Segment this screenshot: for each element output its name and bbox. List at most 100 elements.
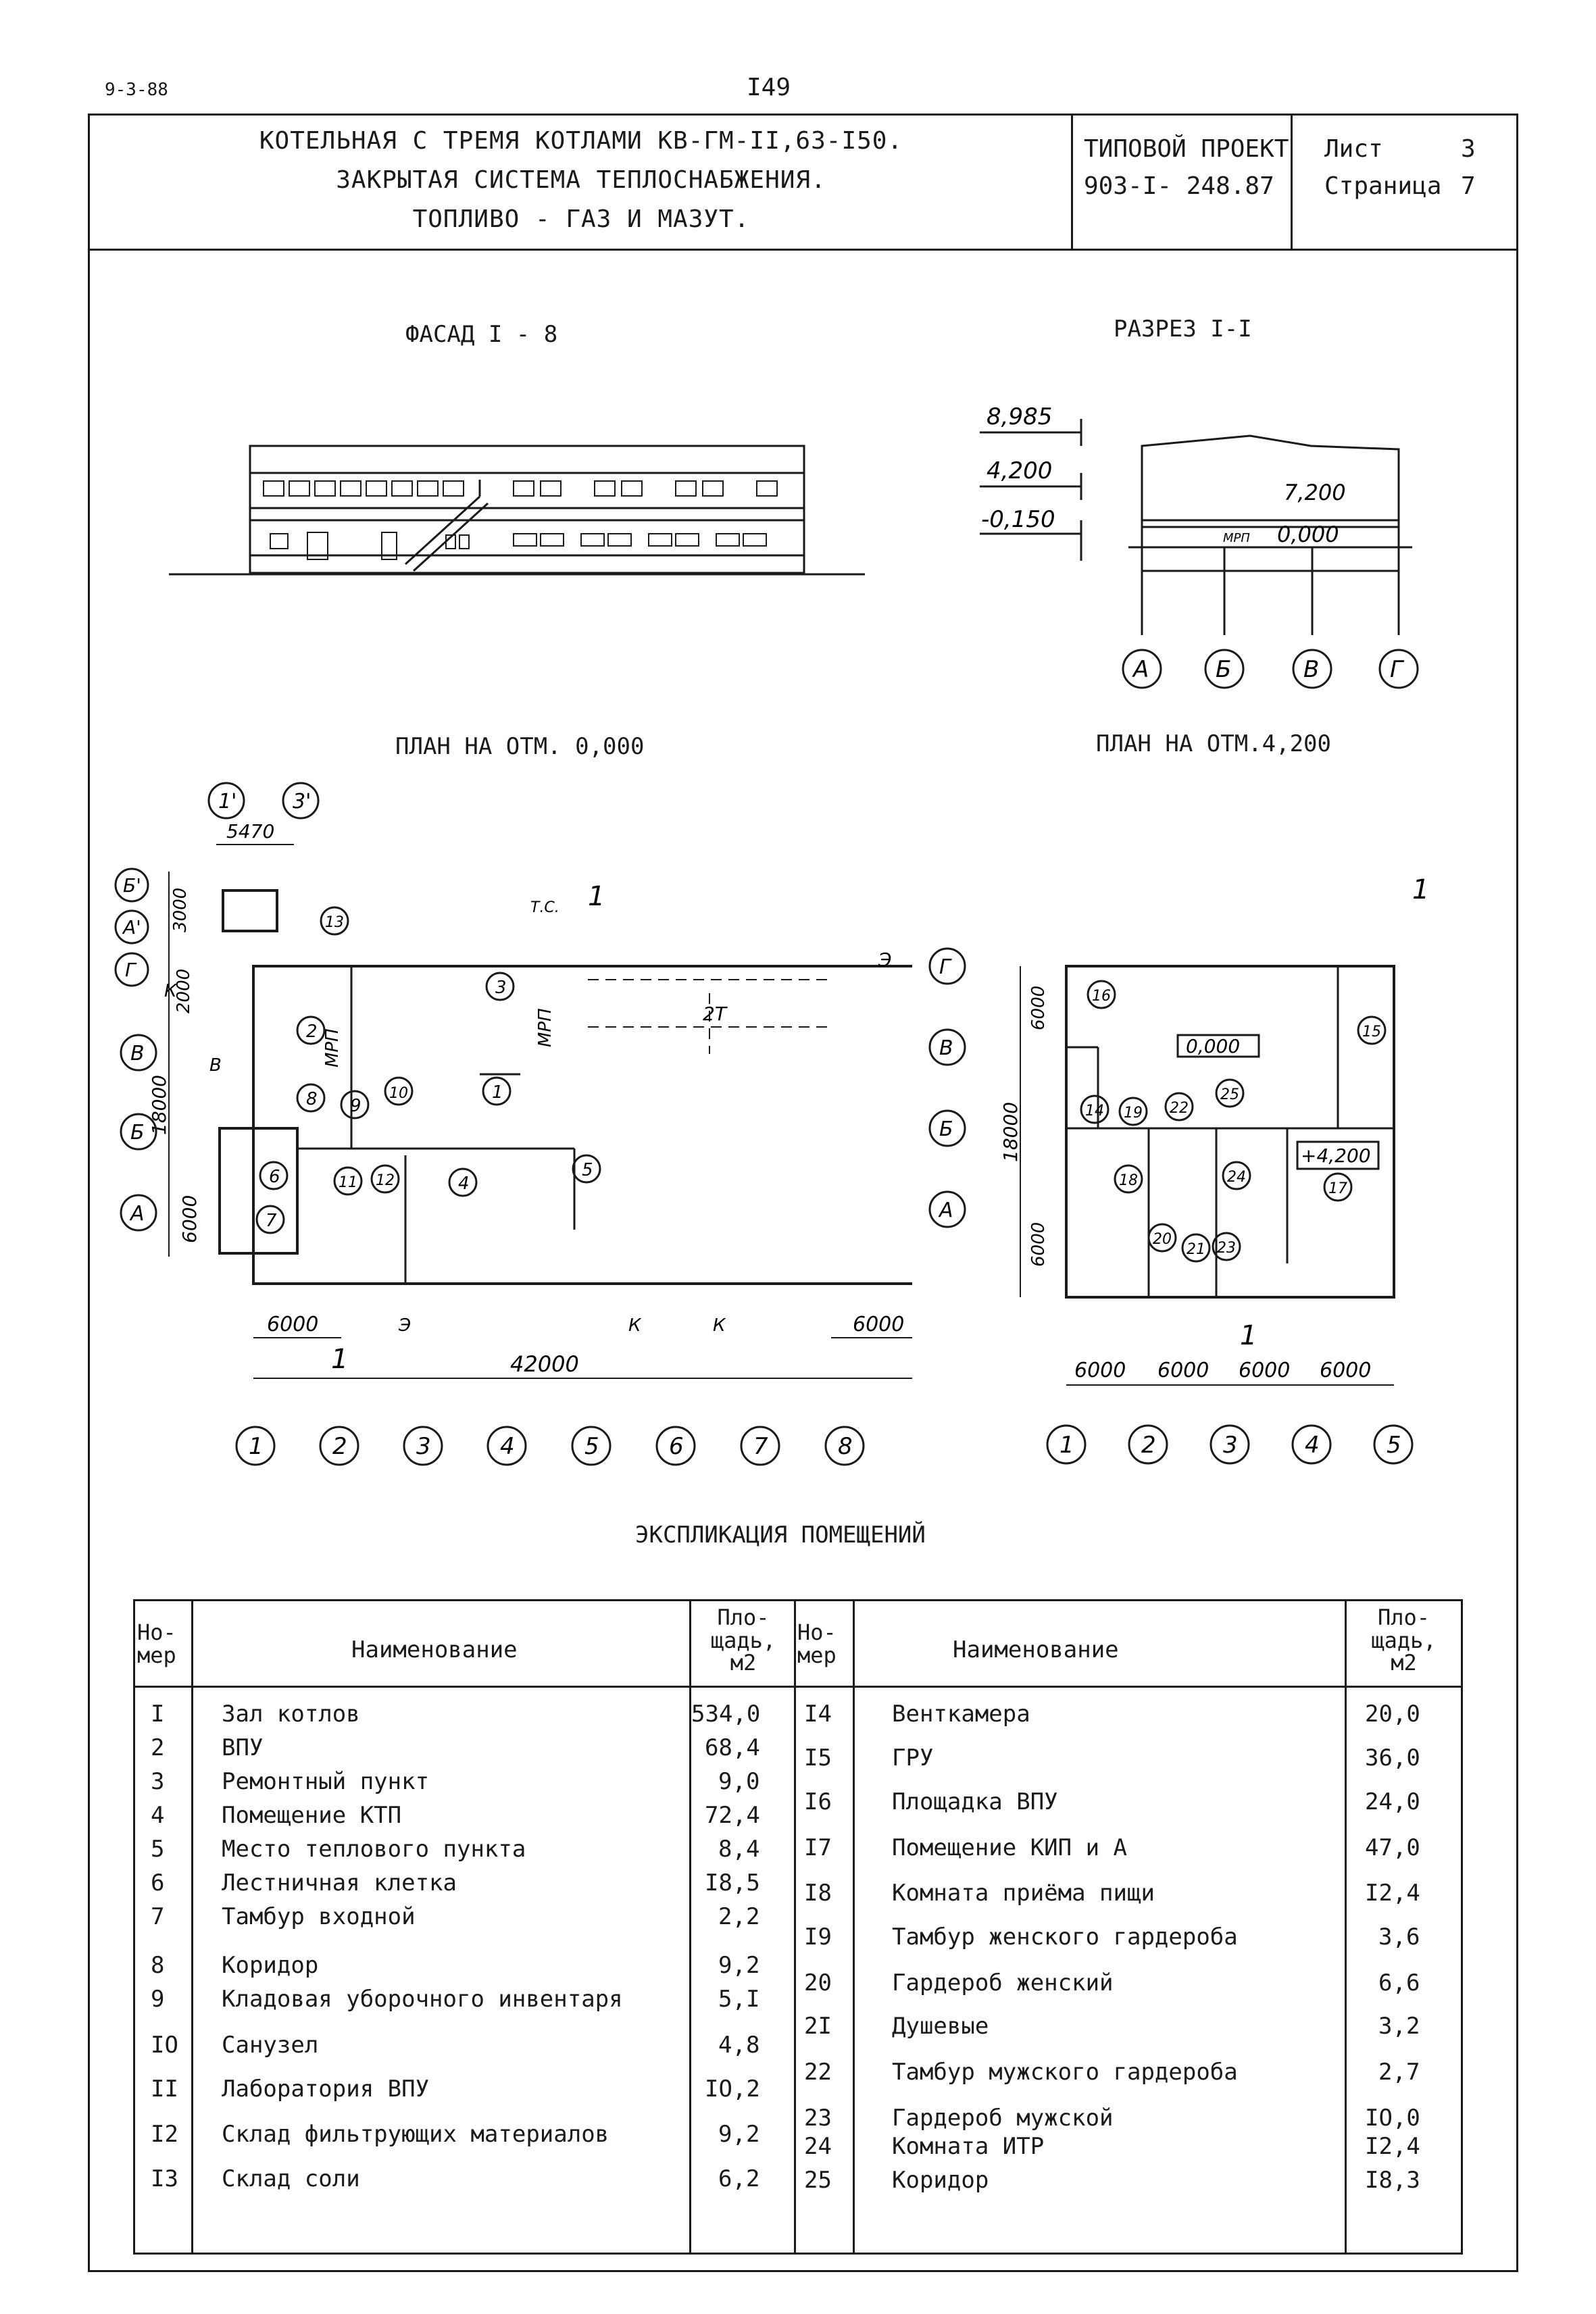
room-3: 3 bbox=[495, 978, 507, 998]
axis-a-prime: А' bbox=[122, 916, 141, 938]
level-7200: 7,200 bbox=[1284, 480, 1346, 505]
right-row-25-name: Коридор bbox=[892, 2167, 989, 2194]
axis-a: А bbox=[129, 1202, 145, 1226]
left-row-2-name: ВПУ bbox=[222, 1734, 264, 1761]
title-line-2: ЗАКРЫТАЯ СИСТЕМА ТЕПЛОСНАБЖЕНИЯ. bbox=[336, 166, 826, 194]
left-row-12-name: Склад фильтрующих материалов bbox=[222, 2121, 609, 2148]
right-row-21-area: 3,2 bbox=[1378, 2013, 1420, 2040]
axis-3: 3 bbox=[416, 1433, 431, 1460]
section-axis-g: Г bbox=[1390, 656, 1405, 683]
cut-bottom: 1 bbox=[331, 1344, 348, 1375]
room-17: 17 bbox=[1328, 1180, 1347, 1197]
mrp-label: МРП bbox=[1223, 531, 1250, 545]
axis-3-prime: 3' bbox=[293, 790, 311, 813]
dim4-bay-4: 6000 bbox=[1320, 1359, 1371, 1382]
v-label: В bbox=[209, 1055, 222, 1076]
room-2: 2 bbox=[306, 1022, 318, 1042]
left-row-12-n: I2 bbox=[151, 2121, 178, 2148]
right-row-20-n: 20 bbox=[804, 1969, 832, 1996]
left-row-4-n: 4 bbox=[151, 1802, 165, 1829]
right-row-16-name: Площадка ВПУ bbox=[892, 1788, 1058, 1815]
section-drawing: 8,985 4,200 -0,150 7,200 0,000 МРП А Б В… bbox=[980, 403, 1419, 689]
ts-label: Т.С. bbox=[530, 899, 559, 916]
k-label-left: К bbox=[164, 981, 178, 1001]
left-row-13-name: Склад соли bbox=[222, 2165, 360, 2192]
plan0-dim-lines bbox=[168, 844, 912, 1379]
facade-windows-lower bbox=[270, 532, 767, 560]
plan4-axis-bubbles bbox=[928, 947, 1414, 1465]
page-label: Страница bbox=[1324, 172, 1442, 200]
plan0-crane-lines bbox=[588, 979, 831, 1054]
right-row-18-area: I2,4 bbox=[1365, 1880, 1420, 1907]
left-row-1-name: Зал котлов bbox=[222, 1701, 360, 1728]
room-23: 23 bbox=[1217, 1240, 1236, 1257]
dim-18000: 18000 bbox=[148, 1075, 170, 1135]
title-line-1: КОТЕЛЬНАЯ С ТРЕМЯ КОТЛАМИ КВ-ГМ-II,63-I5… bbox=[259, 127, 903, 155]
title-block-sep-1 bbox=[1071, 114, 1073, 249]
right-row-14-name: Венткамера bbox=[892, 1701, 1030, 1728]
facade-title: ФАСАД I - 8 bbox=[405, 321, 558, 348]
mrp-label-2: МРП bbox=[322, 1028, 343, 1067]
room-9: 9 bbox=[350, 1096, 361, 1116]
room-7: 7 bbox=[266, 1211, 277, 1231]
axis-7: 7 bbox=[753, 1433, 768, 1460]
right-row-24-name: Комната ИТР bbox=[892, 2133, 1045, 2160]
e-label: Э bbox=[878, 949, 892, 971]
e-label-bottom: Э bbox=[398, 1315, 411, 1336]
facade-outline bbox=[249, 445, 805, 574]
col-name-left: Наименование bbox=[351, 1636, 518, 1663]
right-row-18-name: Комната приёма пищи bbox=[892, 1880, 1155, 1907]
right-row-19-name: Тамбур женского гардероба bbox=[892, 1923, 1238, 1951]
right-row-25-area: I8,3 bbox=[1365, 2167, 1420, 2194]
room-12: 12 bbox=[376, 1172, 395, 1189]
room-10: 10 bbox=[389, 1085, 408, 1102]
plan4-axis-4: 4 bbox=[1305, 1432, 1320, 1459]
left-row-8-area: 9,2 bbox=[718, 1952, 760, 1979]
right-row-20-name: Гардероб женский bbox=[892, 1969, 1114, 1996]
level-4200: 4,200 bbox=[987, 457, 1052, 484]
sheet-value: 3 bbox=[1461, 135, 1476, 163]
right-row-21-n: 2I bbox=[804, 2013, 832, 2040]
right-row-23-n: 23 bbox=[804, 2105, 832, 2132]
right-row-22-n: 22 bbox=[804, 2059, 832, 2086]
plan4-axis-g: Г bbox=[939, 955, 952, 979]
right-row-25-n: 25 bbox=[804, 2167, 832, 2194]
left-row-9-name: Кладовая уборочного инвентаря bbox=[222, 1986, 623, 2013]
sheet-title: КОТЕЛЬНАЯ С ТРЕМЯ КОТЛАМИ КВ-ГМ-II,63-I5… bbox=[95, 127, 1068, 245]
plan4-partitions bbox=[1066, 966, 1394, 1297]
left-row-3-name: Ремонтный пункт bbox=[222, 1768, 430, 1795]
col-area-left: Пло- щадь, м2 bbox=[710, 1605, 776, 1676]
plan4-cut-bottom: 1 bbox=[1240, 1320, 1257, 1351]
left-row-5-name: Место теплового пункта bbox=[222, 1836, 526, 1863]
drawing-frame bbox=[88, 114, 1518, 2272]
facade-stair bbox=[404, 480, 489, 572]
dim-6000-last: 6000 bbox=[853, 1313, 904, 1336]
left-row-3-area: 9,0 bbox=[718, 1768, 760, 1795]
left-row-11-name: Лаборатория ВПУ bbox=[222, 2076, 430, 2103]
plan-0-title: ПЛАН НА ОТМ. 0,000 bbox=[395, 733, 645, 760]
section-axis-a: А bbox=[1132, 656, 1149, 683]
room-1: 1 bbox=[492, 1082, 503, 1103]
left-row-12-area: 9,2 bbox=[718, 2121, 760, 2148]
plan-0000-drawing: 1 2 3 4 5 6 7 8 9 10 11 12 13 Т.С. 1 Э К… bbox=[114, 782, 912, 1466]
right-row-15-area: 36,0 bbox=[1365, 1744, 1420, 1771]
right-row-17-name: Помещение КИП и А bbox=[892, 1834, 1127, 1861]
plan4-room-circles bbox=[1080, 980, 1387, 1263]
right-row-17-area: 47,0 bbox=[1365, 1834, 1420, 1861]
k-label-right: К bbox=[713, 1315, 726, 1336]
left-row-8-n: 8 bbox=[151, 1952, 165, 1979]
left-row-3-n: 3 bbox=[151, 1768, 165, 1795]
left-row-6-name: Лестничная клетка bbox=[222, 1869, 457, 1896]
right-row-15-name: ГРУ bbox=[892, 1744, 934, 1771]
plan0-axis-bubbles-x bbox=[207, 782, 865, 1466]
dim-5470: 5470 bbox=[226, 820, 274, 842]
plan4-axis-b: Б bbox=[939, 1117, 953, 1141]
right-row-24-area: I2,4 bbox=[1365, 2133, 1420, 2160]
right-row-16-n: I6 bbox=[804, 1788, 832, 1815]
section-axis-v: В bbox=[1303, 656, 1319, 683]
room-18: 18 bbox=[1119, 1172, 1138, 1189]
explication-title: ЭКСПЛИКАЦИЯ ПОМЕЩЕНИЙ bbox=[635, 1521, 926, 1549]
explication-table bbox=[133, 1599, 1463, 2255]
plan4-level-4200: +4,200 bbox=[1301, 1145, 1371, 1167]
left-row-10-area: 4,8 bbox=[718, 2032, 760, 2059]
